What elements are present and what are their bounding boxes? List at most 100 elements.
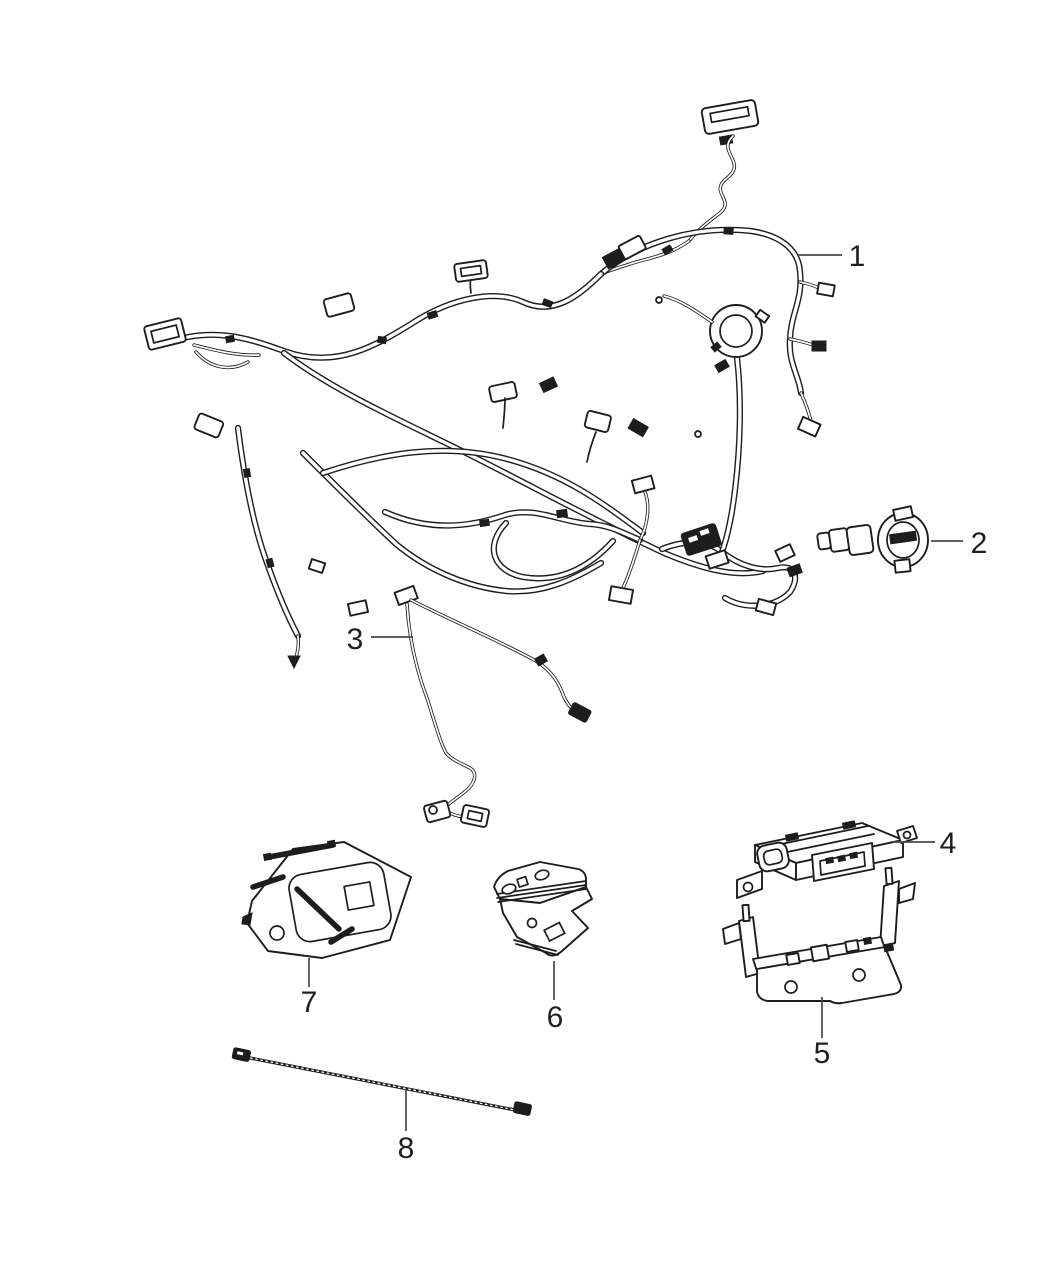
clip [533, 653, 549, 667]
connector [608, 585, 634, 605]
harness-branch-wire [192, 343, 261, 357]
callout-number: 2 [971, 527, 988, 560]
steering-ring [709, 304, 763, 358]
part-7-bracket-illustration [241, 839, 412, 959]
bracket-slot [543, 921, 566, 943]
bracket-hole [784, 980, 798, 994]
mount-hole [902, 830, 912, 840]
bracket-pin [741, 903, 751, 923]
part-6-bracket-illustration [493, 861, 593, 957]
clip [723, 227, 734, 235]
connector-detail [150, 324, 180, 344]
connector [704, 549, 730, 570]
connector [774, 543, 796, 563]
fold-line [515, 943, 559, 956]
bracket-hole [534, 869, 550, 881]
callout-8: 8 [398, 1090, 414, 1165]
connector [754, 308, 771, 324]
module-pin [837, 854, 847, 863]
bracket-clip-dark [862, 936, 873, 946]
clip [265, 557, 275, 569]
connector-slot [699, 528, 710, 536]
bracket-post [879, 880, 900, 948]
part-1-wiring-harness-illustration [143, 99, 836, 670]
wire-tip [287, 655, 301, 670]
jumper-wire [409, 598, 579, 715]
sensor-key [889, 530, 918, 545]
fastener-bar [250, 874, 286, 890]
connector-slot [688, 535, 699, 543]
connector-plug [811, 340, 827, 352]
part-8-wire-illustration [231, 1047, 532, 1116]
part-3-jumper-wiring-illustration [393, 584, 592, 828]
harness-branch-wire [662, 294, 714, 324]
connector-detail [466, 809, 484, 823]
module-clip [841, 820, 857, 830]
connector-hole [428, 805, 438, 815]
sensor-body [845, 524, 875, 556]
bracket-foot [882, 942, 895, 953]
clip [376, 335, 388, 345]
harness-branch-wire [687, 134, 737, 243]
terminal-slot [236, 1051, 244, 1056]
clip [661, 244, 674, 256]
bracket-wing [722, 922, 742, 945]
part-5-bracket-illustration [722, 866, 916, 1005]
connector-detail [709, 105, 750, 124]
wire-terminal [512, 1101, 532, 1116]
callout-number: 4 [940, 827, 957, 860]
grommet [694, 430, 702, 438]
connector [307, 558, 327, 574]
connector [346, 599, 370, 617]
connector [322, 292, 356, 318]
clip [242, 467, 252, 479]
bracket-hole [269, 925, 285, 941]
clip [714, 358, 730, 374]
clip [326, 839, 337, 849]
harness-stub [502, 397, 506, 429]
module-endcap [756, 841, 790, 873]
clip [224, 334, 236, 344]
jumper-wire [405, 602, 477, 811]
bracket-clip [785, 952, 801, 966]
connector [796, 415, 822, 438]
part-4-module-illustration [736, 820, 918, 899]
part-2-sensor-illustration [816, 505, 929, 574]
callout-5: 5 [814, 997, 831, 1070]
bracket-tip [241, 912, 253, 926]
connector [143, 317, 187, 351]
callout-6: 6 [547, 961, 564, 1034]
sensor-flange-inner [886, 521, 920, 559]
fold-line [497, 888, 587, 903]
bracket-clip [809, 943, 831, 963]
connector-plug [680, 523, 722, 556]
inner-square [343, 881, 375, 911]
module-pin [849, 851, 859, 860]
callout-number: 3 [347, 623, 364, 656]
fastener-bar [266, 842, 336, 860]
connector-plug [786, 563, 803, 578]
connector [754, 597, 778, 617]
bracket-hole [852, 968, 866, 982]
callout-1: 1 [798, 240, 865, 273]
connector [460, 804, 490, 828]
fastener-bar [328, 926, 355, 945]
bracket-pin [884, 866, 894, 886]
harness-tube [490, 519, 617, 582]
mount-hole [742, 881, 754, 893]
callout-3: 3 [347, 623, 413, 656]
fold-line [513, 939, 557, 952]
module-connector-inner [819, 851, 866, 876]
fold-line [496, 884, 587, 899]
harness-tube [234, 424, 302, 640]
callout-4: 4 [893, 827, 956, 860]
clip [479, 518, 490, 528]
callout-number: 5 [814, 1037, 831, 1070]
callout-number: 6 [547, 1001, 564, 1034]
connector [700, 99, 760, 135]
connector [617, 234, 647, 260]
module-clip [784, 832, 800, 842]
sensor-tab [893, 558, 912, 574]
twisted-wire [243, 1055, 522, 1113]
